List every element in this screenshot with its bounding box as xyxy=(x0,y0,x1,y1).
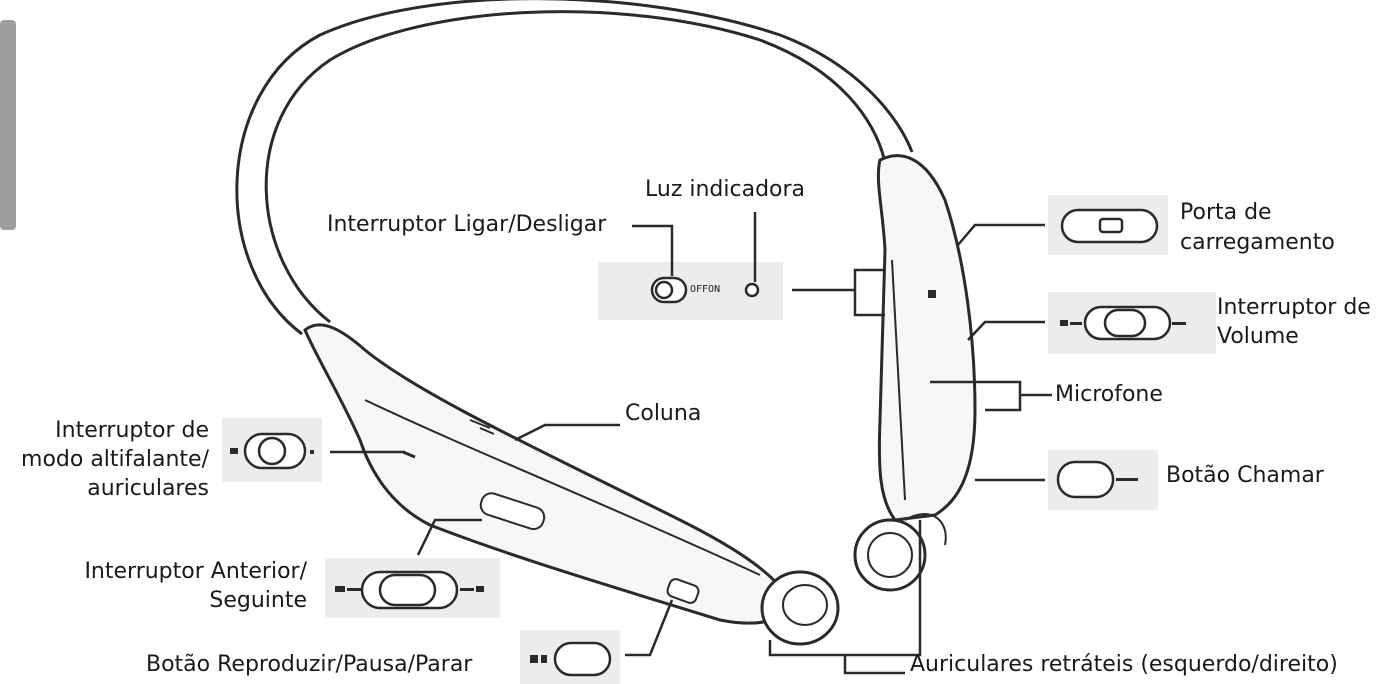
label-mode-switch-2: modo altifalante/ xyxy=(21,447,209,472)
label-volume-switch-1: Interruptor de xyxy=(1217,295,1371,320)
label-charging-port-1: Porta de xyxy=(1180,200,1272,225)
label-mode-switch-3: auriculares xyxy=(87,476,209,501)
offon-text: OFFON xyxy=(690,284,721,295)
label-microphone: Microfone xyxy=(1055,382,1163,407)
label-prev-next-2: Seguinte xyxy=(209,588,307,613)
neckband xyxy=(235,0,914,336)
left-arm xyxy=(303,323,840,646)
label-charging-port-2: carregamento xyxy=(1180,230,1335,255)
label-speaker: Coluna xyxy=(625,401,702,426)
leader-lines xyxy=(330,212,1052,675)
label-call-button: Botão Chamar xyxy=(1166,463,1324,488)
inset-glyphs xyxy=(230,290,1186,663)
inset-boxes xyxy=(222,195,1216,684)
label-earbuds: Auriculares retráteis (esquerdo/direito) xyxy=(910,652,1338,677)
call-button-icon xyxy=(1056,460,1115,499)
right-arm xyxy=(853,154,977,592)
label-volume-switch-2: Volume xyxy=(1217,324,1299,349)
indicator-light-icon xyxy=(744,282,760,298)
inset-icons xyxy=(243,208,1172,677)
label-prev-next-1: Interruptor Anterior/ xyxy=(84,559,307,584)
label-power-switch: Interruptor Ligar/Desligar xyxy=(327,212,607,237)
play-pause-icon xyxy=(553,641,612,677)
label-indicator-light: Luz indicadora xyxy=(645,177,806,202)
label-mode-switch-1: Interruptor de xyxy=(55,418,209,443)
label-play-pause: Botão Reproduzir/Pausa/Parar xyxy=(146,652,473,677)
page-tab xyxy=(0,20,16,230)
